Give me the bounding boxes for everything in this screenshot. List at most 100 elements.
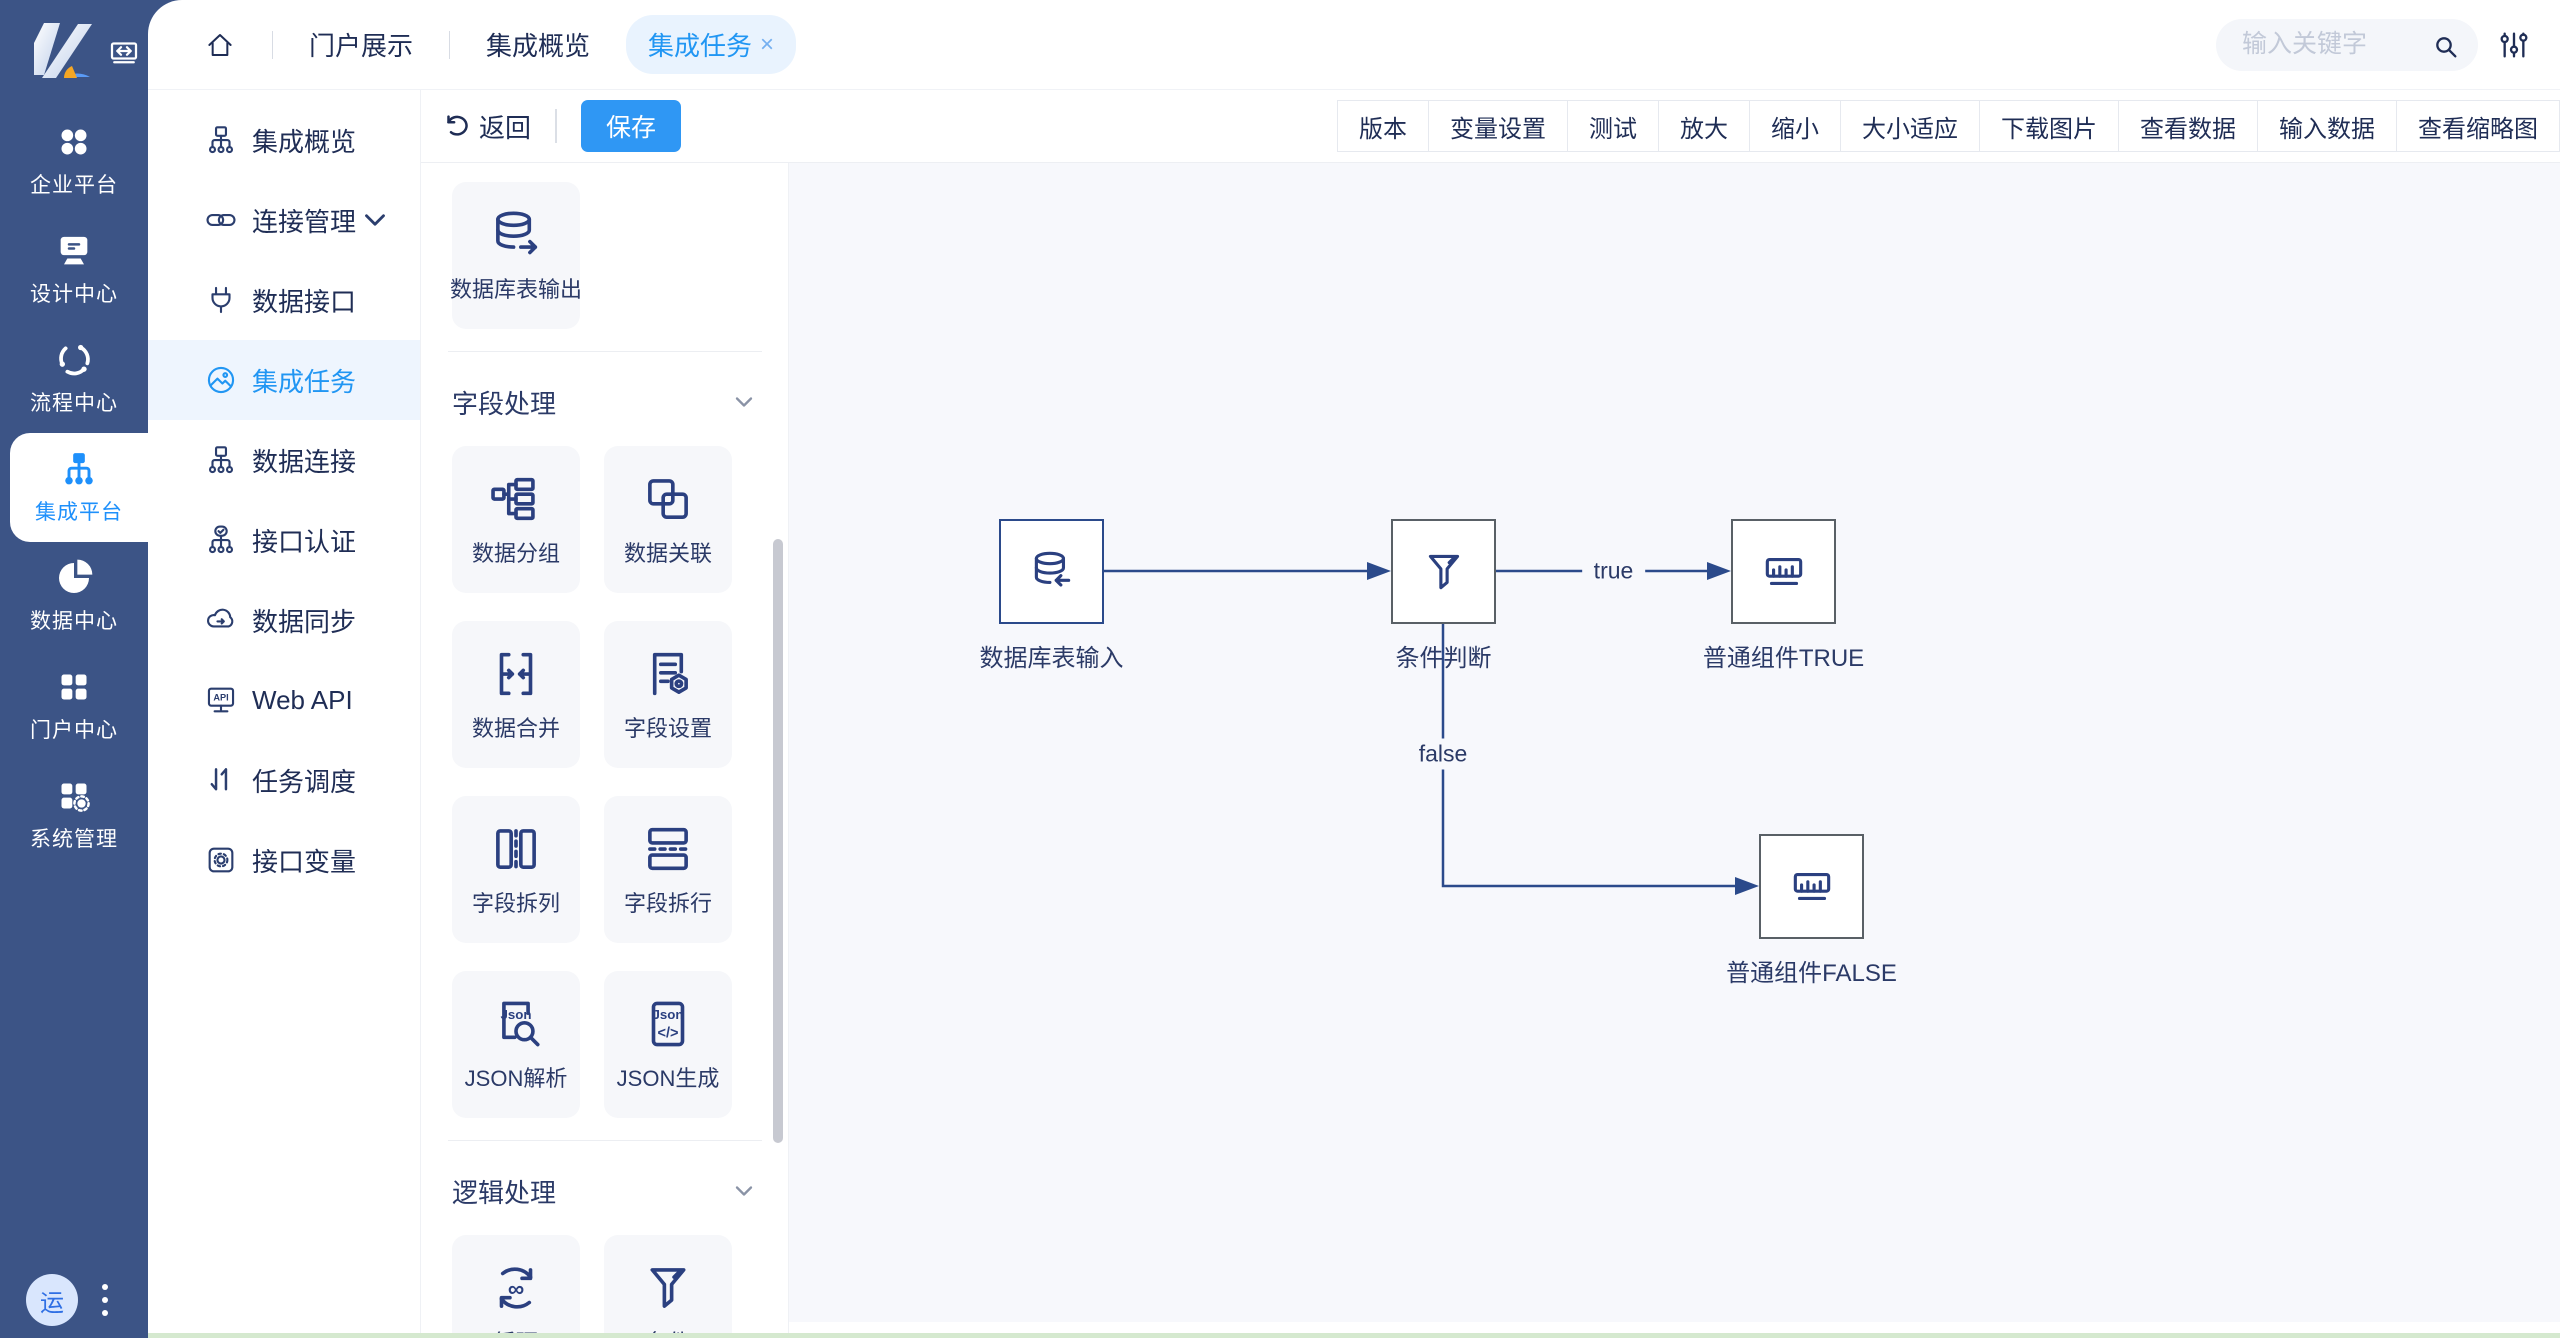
breadcrumb-item[interactable]: 集成概览 [486,31,591,61]
search-input[interactable] [2216,18,2478,71]
palette-scrollbar[interactable] [773,539,783,1143]
search-wrap [2216,18,2478,71]
palette-card[interactable]: 数据分组 [452,446,580,593]
sidebar-item-grid-gear[interactable]: 系统管理 [0,760,148,869]
palette-card[interactable]: 数据关联 [604,446,732,593]
component-palette: 数据库表输出 字段处理 数据分组 数据关联 数据合并 字段设置 字段拆列 字段拆… [421,163,789,1338]
secondary-nav-label: 接口认证 [252,526,357,557]
sidebar-item-grid-squares[interactable]: 门户中心 [0,651,148,760]
secondary-nav-item[interactable]: 数据同步 [148,580,420,660]
sidebar-item-cycle[interactable]: 流程中心 [0,324,148,433]
secondary-nav-label: 数据同步 [252,606,357,637]
sidebar-item-integration-tree[interactable]: 集成平台 [10,433,148,542]
palette-card-label: JSON解析 [464,1066,568,1091]
toolbar-button[interactable]: 查看缩略图 [2396,101,2559,151]
pie-icon [54,558,94,598]
toolbar-button[interactable]: 查看数据 [2118,101,2257,151]
chevron-down-icon[interactable] [730,1177,758,1205]
group-icon [487,470,545,528]
avatar[interactable]: 运 [26,1274,78,1326]
grid-squares-icon [54,667,94,707]
collapse-sidebar-icon[interactable] [106,36,142,72]
secondary-nav-item[interactable]: 集成概览 [148,100,420,180]
close-tab-icon[interactable]: × [760,30,775,58]
back-label: 返回 [479,112,532,143]
flow-node-label: 条件判断 [1395,645,1492,672]
palette-divider [448,1140,762,1141]
tab-integration-task[interactable]: 集成任务 × [626,15,797,74]
db-output-icon [487,206,545,264]
flow-node-label: 普通组件FALSE [1726,960,1897,987]
palette-divider [448,351,762,352]
secondary-nav-item[interactable]: 任务调度 [148,740,420,820]
secondary-nav-label: 集成概览 [252,126,357,157]
flow-node-cond[interactable]: 条件判断 [1391,519,1496,672]
merge-icon [487,645,545,703]
split-rows-icon [639,820,697,878]
toolbar-button[interactable]: 大小适应 [1840,101,1979,151]
sidebar-item-grid-dots[interactable]: 企业平台 [0,106,148,215]
filter-sliders-icon[interactable] [2498,29,2530,61]
canvas-toolbar: 返回 保存 版本变量设置测试放大缩小大小适应下载图片查看数据输入数据查看缩略图 [421,90,2560,163]
secondary-nav-item[interactable]: 数据连接 [148,420,420,500]
chevron-down-icon[interactable] [730,388,758,416]
secondary-nav-label: 数据接口 [252,286,357,317]
sidebar-bottom: 运 [0,1274,148,1326]
palette-card-label: 数据库表输出 [450,277,583,302]
flow-node-label: 普通组件TRUE [1702,645,1865,672]
integration-tree-icon [59,449,99,489]
topbar: 门户展示 集成概览 集成任务 × [148,0,2560,90]
palette-card[interactable]: 数据合并 [452,621,580,768]
home-icon[interactable] [204,29,236,61]
palette-card[interactable]: 字段拆列 [452,796,580,943]
secondary-nav-item[interactable]: 数据接口 [148,260,420,340]
edge-label: true [1581,555,1646,587]
back-button[interactable]: 返回 [441,108,531,145]
more-menu-icon[interactable] [102,1284,108,1316]
save-button[interactable]: 保存 [581,100,682,152]
palette-card[interactable]: 字段设置 [604,621,732,768]
primary-nav: 企业平台 设计中心 流程中心 集成平台 数据中心 门户中心 系统管理 [0,86,148,869]
relate-icon [639,470,697,528]
secondary-nav-label: 任务调度 [252,766,357,797]
palette-card[interactable]: 数据库表输出 [450,182,583,329]
toolbar-button[interactable]: 输入数据 [2257,101,2396,151]
flow-node-false-node[interactable]: 普通组件FALSE [1726,834,1897,987]
secondary-nav-item[interactable]: 接口认证 [148,500,420,580]
flow-node-true-node[interactable]: 普通组件TRUE [1703,519,1864,672]
canvas-actions: 版本变量设置测试放大缩小大小适应下载图片查看数据输入数据查看缩略图 [1337,100,2560,152]
breadcrumb-item[interactable]: 门户展示 [309,31,414,61]
workarea: 返回 保存 版本变量设置测试放大缩小大小适应下载图片查看数据输入数据查看缩略图 … [421,90,2560,1338]
secondary-nav-label: 数据连接 [252,446,357,477]
toolbar-button[interactable]: 版本 [1338,101,1428,151]
palette-card-label: 字段设置 [623,716,712,741]
toolbar-button[interactable]: 放大 [1658,101,1749,151]
palette-group-header[interactable]: 字段处理 [452,372,758,432]
flow-node-db-in[interactable]: 数据库表输入 [980,519,1124,672]
secondary-nav-item[interactable]: 集成任务 [148,340,420,420]
palette-card[interactable]: 字段拆行 [604,796,732,943]
toolbar-button[interactable]: 测试 [1567,101,1658,151]
app-logo-icon[interactable] [26,16,96,86]
panes: 数据库表输出 字段处理 数据分组 数据关联 数据合并 字段设置 字段拆列 字段拆… [421,163,2560,1338]
toolbar-button[interactable]: 下载图片 [1979,101,2118,151]
content-area: 门户展示 集成概览 集成任务 × [148,0,2560,1338]
primary-sidebar: 企业平台 设计中心 流程中心 集成平台 数据中心 门户中心 系统管理 运 [0,0,148,1338]
secondary-nav-item[interactable]: 连接管理 [148,180,420,260]
palette-card[interactable]: Json</>JSON生成 [604,971,732,1118]
toolbar-button[interactable]: 变量设置 [1428,101,1567,151]
sidebar-item-design-monitor[interactable]: 设计中心 [0,215,148,324]
palette-card[interactable]: ∞循环 [452,1235,580,1338]
active-tab-label: 集成任务 [648,31,753,61]
palette-group-header[interactable]: 逻辑处理 [452,1161,758,1221]
sidebar-item-pie[interactable]: 数据中心 [0,542,148,651]
toolbar-button[interactable]: 缩小 [1749,101,1840,151]
secondary-nav-item[interactable]: 接口变量 [148,820,420,900]
grid-gear-icon [54,776,94,816]
secondary-nav-label: 集成任务 [252,366,357,397]
chevron-down-icon[interactable] [358,203,392,237]
palette-card[interactable]: 条件 [604,1235,732,1338]
